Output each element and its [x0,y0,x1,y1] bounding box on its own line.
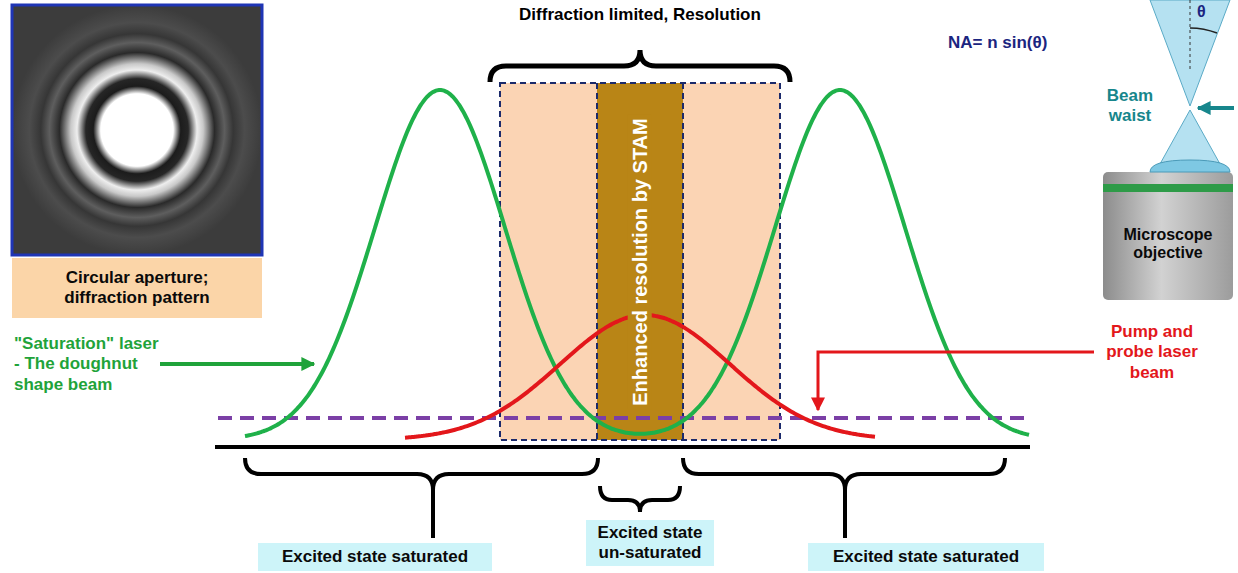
resolution-band: Enhanced resolution by STAM [597,83,683,440]
brace [490,50,790,82]
brace [683,458,1005,490]
beam-label: "Saturation" laser - The doughnut shape … [14,334,164,395]
bracket-label: Diffraction limited, Resolution [519,5,761,25]
box-text: Excited state saturated [833,547,1019,567]
light-cone [1160,110,1220,164]
diffraction-region [500,83,780,440]
leader-arrow [1198,106,1234,110]
objective-ring [1103,184,1233,192]
state-box: Excited state un-saturated [586,520,714,566]
saturation-threshold [218,416,1030,420]
angle-symbol: θ [1197,2,1206,21]
angle-arc [1190,28,1217,33]
airy-pattern [12,5,262,255]
box-text: Excited state un-saturated [592,523,708,562]
box-text: Microscope objective [1109,226,1227,263]
brace [600,486,680,512]
state-box: Excited state saturated [808,543,1044,571]
region-outline [500,83,780,440]
front-lens [1150,160,1230,172]
doughnut-profile [245,90,1029,436]
waist-label: Beam waist [1098,86,1162,127]
caption-box: Circular aperture; diffraction pattern [12,258,262,318]
band-edge [682,83,684,440]
probe-profile [405,315,875,438]
baseline [215,445,1030,449]
leader-arrow [160,362,314,366]
optical-axis [1190,0,1191,70]
band-text: Enhanced resolution by STAM [628,114,652,409]
state-box: Excited state saturated [258,543,492,571]
band-edge [596,83,598,440]
formula-label: NA= n sin(θ) [948,33,1047,53]
light-cone [1150,0,1230,106]
brace [245,458,598,490]
leader-arrow [818,352,1094,410]
beam-profiles [245,90,1029,438]
brace-stem [431,490,435,538]
beam-label: Pump and probe laser beam [1102,322,1202,383]
brace-stem [843,490,847,538]
box-text: Circular aperture; diffraction pattern [42,268,232,307]
box-text: Excited state saturated [282,547,468,567]
